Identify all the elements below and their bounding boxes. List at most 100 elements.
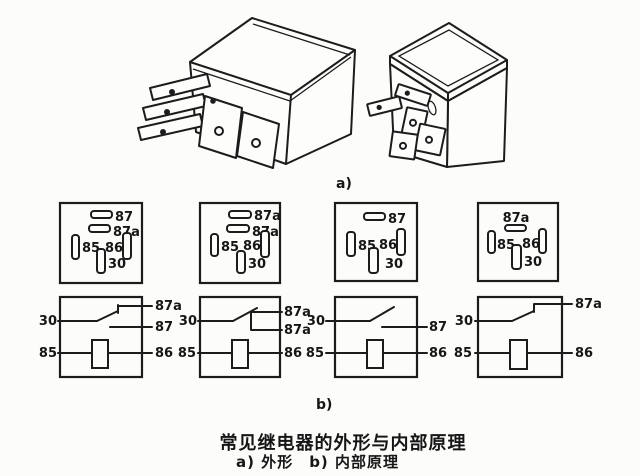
terminal-label: 86: [575, 346, 593, 361]
pin-label: 85: [221, 240, 239, 255]
terminal-label: 85: [306, 346, 324, 361]
terminal-label: 87: [429, 320, 447, 335]
terminal-hole: [425, 135, 434, 144]
pin-label: 87: [115, 210, 133, 225]
relay-case-outline: [333, 295, 419, 379]
pin-slot-85: [346, 231, 356, 257]
section-label-a: a): [336, 176, 352, 192]
terminal-hole: [376, 104, 382, 111]
nc-contact: [117, 304, 153, 314]
terminal-label: 87a: [284, 323, 311, 338]
terminal-hole: [169, 89, 175, 95]
relay-blade-terminal: [366, 95, 403, 117]
relay-base-outline: [476, 201, 560, 283]
pin-slot-87: [363, 212, 386, 221]
pin-layout-diagram-1: 87 87a 85 86 30: [58, 201, 144, 285]
relay-case-outline: [198, 295, 282, 379]
coil-symbol: [91, 339, 109, 369]
circuit-diagram-4: 30 87a 85 86: [454, 295, 602, 379]
switch-arm: [369, 306, 395, 322]
terminal-label: 30: [307, 314, 325, 329]
terminal-label: 85: [454, 346, 472, 361]
pin-layout-diagram-3: 87 85 86 30: [333, 201, 419, 283]
relay-housing-drawing-left: [137, 17, 356, 169]
pin-layout-diagram-2: 87a 87a 85 86 30: [198, 201, 282, 285]
terminal-label: 86: [284, 346, 302, 361]
pin-label: 87a: [503, 211, 530, 226]
pin-slot-30: [96, 248, 106, 274]
pin-label: 30: [248, 257, 266, 272]
pin-slot-87: [90, 210, 113, 219]
switch-arm: [96, 310, 119, 322]
nc-contact: [533, 303, 573, 313]
relay-blade-terminal: [198, 95, 243, 159]
terminal-hole: [164, 109, 170, 115]
terminal-label: 87: [155, 320, 173, 335]
pin-slot-85: [210, 233, 219, 257]
relay-body-edges: [189, 49, 356, 165]
pin-slot-30: [368, 247, 379, 274]
switch-arm: [511, 310, 535, 322]
terminal-hole: [251, 138, 261, 148]
terminal-hole: [214, 126, 224, 136]
switch-arm: [232, 307, 258, 322]
coil-symbol: [509, 339, 528, 370]
terminal-label: 86: [155, 346, 173, 361]
housing-slot-hole: [427, 100, 437, 116]
pin-label: 85: [497, 238, 515, 253]
section-label-b: b): [316, 397, 332, 413]
pin-label: 30: [385, 257, 403, 272]
pin-slot-86: [260, 230, 270, 258]
terminal-label: 85: [178, 346, 196, 361]
pin-slot-87a: [88, 224, 111, 233]
pin-label: 87a: [254, 209, 281, 224]
relay-lid-inner-rim: [397, 29, 500, 87]
circuit-diagram-2: 30 87a 87a 85 86: [178, 295, 311, 379]
terminal-label: 30: [39, 314, 57, 329]
terminal-label: 30: [455, 314, 473, 329]
pin-slot-86: [122, 232, 132, 260]
relay-lid-rim: [192, 23, 352, 102]
relay-housing-drawing-right: [366, 22, 508, 168]
coil-symbol: [231, 339, 249, 369]
pin-label: 86: [379, 238, 397, 253]
terminal-label: 87a: [284, 305, 311, 320]
terminal-label: 87a: [575, 297, 602, 312]
terminal-hole: [399, 141, 408, 150]
relay-blade-terminal: [149, 73, 211, 101]
pin-label: 85: [82, 241, 100, 256]
pin-label: 30: [108, 257, 126, 272]
pin-slot-87a: [228, 210, 252, 219]
relay-case-outline: [58, 295, 144, 379]
relay-blade-terminal: [394, 83, 432, 107]
dual-output-bracket: [250, 311, 283, 331]
pin-label: 86: [243, 239, 261, 254]
pin-slot-85: [71, 234, 80, 260]
pin-slot-30: [511, 244, 522, 270]
relay-base-outline: [198, 201, 282, 285]
relay-blade-terminal: [413, 122, 447, 157]
relay-blade-terminal: [236, 111, 280, 169]
pin-label: 86: [522, 237, 540, 252]
circuit-diagram-3: 30 87 85 86: [306, 295, 447, 379]
coil-symbol: [366, 339, 384, 369]
relay-case-outline: [476, 295, 564, 379]
pin-label: 86: [105, 241, 123, 256]
circuit-diagram-1: 30 87a 87 85 86: [39, 295, 182, 379]
figure-caption-title: 常见继电器的外形与内部原理: [220, 432, 467, 454]
pin-slot-86: [538, 228, 547, 254]
pin-slot-87a: [504, 224, 527, 232]
pin-layout-diagram-4: 87a 85 86 30: [476, 201, 560, 283]
pin-slot-86: [396, 228, 406, 256]
pin-slot-30: [236, 250, 246, 274]
terminal-label: 85: [39, 346, 57, 361]
rivet-dot: [210, 98, 216, 104]
pin-slot-87a: [226, 224, 250, 233]
terminal-hole: [160, 129, 166, 135]
terminal-hole: [404, 90, 410, 96]
terminal-label: 87a: [155, 299, 182, 314]
terminal-label: 30: [179, 314, 197, 329]
figure-caption-subtitle: a) 外形 b) 内部原理: [236, 453, 399, 471]
